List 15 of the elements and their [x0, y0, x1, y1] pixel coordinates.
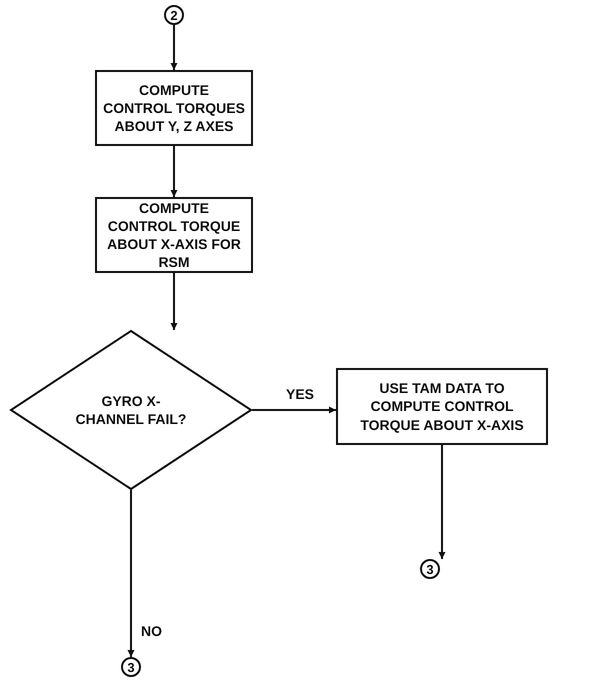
- arrow: [438, 445, 446, 559]
- arrow: [128, 490, 134, 657]
- connector-circle: 3: [420, 559, 440, 579]
- arrow: [252, 406, 336, 414]
- arrow: [170, 146, 178, 197]
- edge-label: YES: [284, 386, 316, 402]
- process-box: COMPUTE CONTROL TORQUES ABOUT Y, Z AXES: [95, 70, 253, 146]
- arrow: [170, 25, 178, 70]
- decision-text: GYRO X-CHANNEL FAIL?: [74, 392, 188, 428]
- edge-label: NO: [139, 623, 164, 639]
- connector-circle: 3: [121, 657, 141, 677]
- process-box: USE TAM DATA TO COMPUTE CONTROL TORQUE ABOUT X-AXIS: [336, 368, 548, 445]
- arrow: [170, 273, 178, 330]
- connector-circle: 2: [164, 5, 184, 25]
- process-box: COMPUTE CONTROL TORQUE ABOUT X-AXIS FOR RSM: [95, 197, 253, 273]
